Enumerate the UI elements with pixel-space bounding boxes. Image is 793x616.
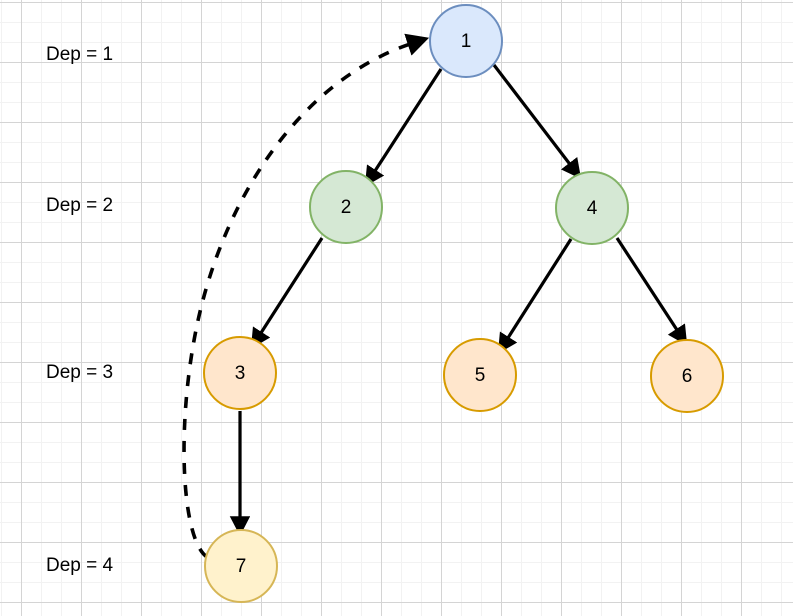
edge-2-to-3 [250, 237, 324, 349]
graph-node-7[interactable]: 7 [204, 529, 278, 603]
graph-node-1[interactable]: 1 [429, 4, 503, 78]
edge-1-to-2 [364, 68, 443, 187]
depth-label-2: Dep = 2 [46, 195, 114, 216]
graph-node-6[interactable]: 6 [650, 339, 724, 413]
depth-label-1: Dep = 1 [46, 44, 114, 65]
depth-label-4: Dep = 4 [46, 555, 114, 576]
edge-4-to-6 [615, 237, 688, 346]
depth-label-3: Dep = 3 [46, 362, 114, 383]
graph-node-4[interactable]: 4 [555, 171, 629, 245]
graph-node-5[interactable]: 5 [443, 338, 517, 412]
graph-node-2[interactable]: 2 [309, 170, 383, 244]
edge-4-to-5 [497, 238, 573, 354]
edge-7-to-1-back-edge [182, 33, 430, 559]
edge-1-to-4 [492, 64, 582, 179]
graph-node-3[interactable]: 3 [203, 336, 277, 410]
